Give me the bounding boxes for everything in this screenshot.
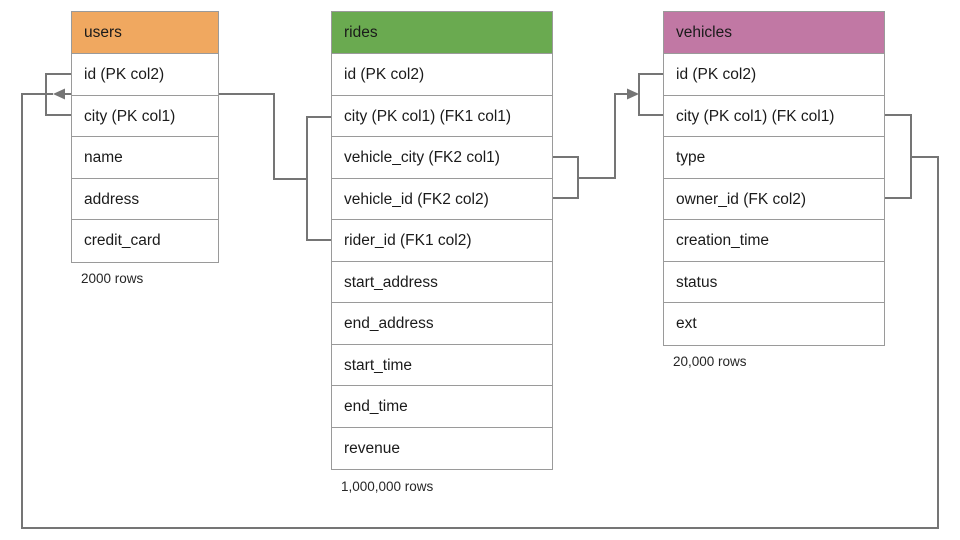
vehicles-owner-bracket — [885, 114, 912, 199]
column-rides-revenue[interactable]: revenue — [332, 427, 552, 469]
column-users-city[interactable]: city (PK col1) — [72, 95, 218, 137]
column-vehicles-id[interactable]: id (PK col2) — [664, 54, 884, 96]
column-users-name[interactable]: name — [72, 137, 218, 179]
table-users-header: users — [72, 12, 218, 54]
users-left-bracket — [45, 73, 71, 116]
rides-fk2-link — [578, 93, 633, 179]
vehicles-left-bracket — [638, 73, 663, 116]
column-vehicles-ext[interactable]: ext — [664, 303, 884, 345]
column-vehicles-owner-id[interactable]: owner_id (FK col2) — [664, 178, 884, 220]
rides-fk1-bracket — [306, 116, 331, 241]
column-rides-end-time[interactable]: end_time — [332, 386, 552, 428]
column-rides-vehicle-id[interactable]: vehicle_id (FK2 col2) — [332, 178, 552, 220]
vehicles-row-count: 20,000 rows — [673, 354, 747, 369]
column-vehicles-creation-time[interactable]: creation_time — [664, 220, 884, 262]
column-rides-end-address[interactable]: end_address — [332, 303, 552, 345]
vehicles-arrowhead-from-rides — [627, 88, 639, 100]
table-users[interactable]: users id (PK col2) city (PK col1) name a… — [71, 11, 219, 263]
table-vehicles[interactable]: vehicles id (PK col2) city (PK col1) (FK… — [663, 11, 885, 346]
column-rides-vehicle-city[interactable]: vehicle_city (FK2 col1) — [332, 137, 552, 179]
column-users-id[interactable]: id (PK col2) — [72, 54, 218, 96]
rides-row-count: 1,000,000 rows — [341, 479, 434, 494]
column-users-address[interactable]: address — [72, 178, 218, 220]
column-users-credit-card[interactable]: credit_card — [72, 220, 218, 262]
column-rides-start-address[interactable]: start_address — [332, 261, 552, 303]
table-vehicles-header: vehicles — [664, 12, 884, 54]
column-vehicles-city[interactable]: city (PK col1) (FK col1) — [664, 95, 884, 137]
column-rides-city[interactable]: city (PK col1) (FK1 col1) — [332, 95, 552, 137]
column-vehicles-status[interactable]: status — [664, 261, 884, 303]
users-arrowhead-from-rides — [53, 88, 65, 100]
column-vehicles-type[interactable]: type — [664, 137, 884, 179]
column-rides-start-time[interactable]: start_time — [332, 344, 552, 386]
column-rides-id[interactable]: id (PK col2) — [332, 54, 552, 96]
rides-fk2-bracket — [553, 156, 579, 199]
column-rides-rider-id[interactable]: rider_id (FK1 col2) — [332, 220, 552, 262]
users-row-count: 2000 rows — [81, 271, 144, 286]
table-rides-header: rides — [332, 12, 552, 54]
table-rides[interactable]: rides id (PK col2) city (PK col1) (FK1 c… — [331, 11, 553, 470]
